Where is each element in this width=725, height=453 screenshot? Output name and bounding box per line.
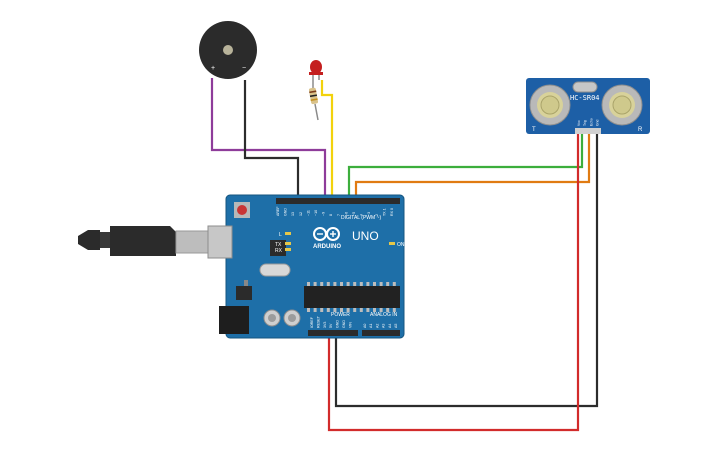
board-tx-label: TX: [275, 242, 282, 248]
sensor-pin-label: Vcc: [577, 120, 581, 126]
analog-pin-label: A2: [375, 324, 379, 328]
chip-pin: [320, 282, 324, 286]
sensor-pin-label: Echo: [589, 118, 593, 126]
chip-pin: [346, 282, 350, 286]
wire-purple[interactable]: [210, 78, 327, 200]
digital-pin-label: RX 0: [390, 208, 394, 216]
chip-pin: [373, 308, 376, 312]
resistor[interactable]: [308, 87, 319, 121]
board-on-label: ON: [397, 242, 405, 248]
chip-pin: [333, 282, 337, 286]
chip-pin: [392, 308, 396, 312]
digital-pin-label: ~3: [367, 212, 371, 216]
digital-pin-label: 13: [291, 212, 295, 216]
power-label: POWER: [331, 312, 350, 318]
digital-pin-label: GND: [284, 208, 288, 216]
chip-pin: [386, 282, 390, 286]
arduino-infinity-icon: [313, 227, 340, 241]
wire-black-sensor[interactable]: [334, 134, 599, 408]
analog-pin-label: A3: [382, 324, 386, 328]
chip-pin: [346, 308, 350, 312]
wire-orange[interactable]: [354, 134, 591, 200]
digital-pin-label: 8: [329, 214, 333, 216]
sensor-t-mark: T: [532, 127, 536, 133]
power-pin-label: GND: [342, 320, 346, 328]
analog-pin-label: A5: [394, 324, 398, 328]
chip-pin: [392, 282, 396, 286]
usb-cable[interactable]: [78, 226, 209, 256]
buzzer-plus-label: +: [211, 65, 215, 72]
sensor-r-mark: R: [638, 127, 643, 133]
chip-pin: [366, 308, 370, 312]
chip-pin: [359, 308, 363, 312]
chip-pin: [307, 282, 310, 286]
digital-pin-label: 7: [337, 214, 341, 216]
power-header: [308, 330, 358, 336]
power-pin-label: IOREF: [310, 316, 314, 328]
chip-pin: [320, 308, 324, 312]
chip-pin: [333, 308, 337, 312]
digital-pin-label: AREF: [276, 206, 280, 216]
digital-pin-label: ~6: [344, 212, 348, 216]
power-pin-label: 5V: [329, 323, 333, 328]
chip-pin: [353, 282, 357, 286]
chip-pin: [353, 308, 357, 312]
chip-pin: [326, 282, 330, 286]
digital-pin-label: ~10: [314, 210, 318, 216]
wire-yellow[interactable]: [320, 80, 334, 200]
chip-pin: [359, 282, 363, 286]
piezo-buzzer[interactable]: + −: [199, 21, 257, 79]
chip-pin: [379, 308, 383, 312]
chip-pin: [313, 308, 317, 312]
chip-pin: [307, 308, 310, 312]
power-jack: [219, 306, 249, 334]
power-pin-label: 3V3: [323, 322, 327, 328]
wire-red[interactable]: [327, 134, 580, 432]
chip-pin: [379, 282, 383, 286]
digital-header: [276, 198, 400, 204]
chip-pin: [386, 308, 390, 312]
analog-pin-label: A4: [388, 324, 392, 328]
analog-pin-label: A1: [369, 324, 373, 328]
analog-pin-label: A0: [363, 324, 367, 328]
sensor-pin-label: Gnd: [596, 119, 600, 126]
digital-pin-label: ~5: [352, 212, 356, 216]
board-brand-label: ARDUINO: [313, 244, 341, 250]
chip-pin: [326, 308, 330, 312]
digital-pin-label: 12: [299, 212, 303, 216]
wire-green[interactable]: [347, 134, 584, 200]
digital-pin-label: TX 1: [382, 208, 386, 216]
power-pin-label: RESET: [316, 315, 320, 328]
board-model-label: UNO: [352, 229, 379, 243]
digital-pin-label: ~11: [306, 210, 310, 216]
chip-pin: [340, 282, 343, 286]
usb-port: [207, 225, 233, 259]
atmega-chip: [304, 286, 400, 308]
analog-header: [362, 330, 400, 336]
digital-label: DIGITAL (PWM ~): [341, 215, 381, 221]
chip-pin: [373, 282, 376, 286]
wire-black-buzzer[interactable]: [243, 80, 300, 200]
power-pin-label: VIN: [348, 322, 352, 328]
sensor-pin-label: Trig: [583, 120, 587, 126]
board-l-label: L: [279, 232, 282, 238]
power-pin-label: GND: [336, 320, 340, 328]
analog-label: ANALOG IN: [370, 312, 398, 318]
chip-pin: [366, 282, 370, 286]
digital-pin-label: 4: [360, 214, 364, 216]
digital-pin-label: ~9: [322, 212, 326, 216]
buzzer-minus-label: −: [242, 65, 246, 72]
chip-pin: [313, 282, 317, 286]
digital-pin-label: 2: [375, 214, 379, 216]
chip-pin: [340, 308, 343, 312]
board-rx-label: RX: [275, 248, 283, 254]
sensor-model-label: HC-SR04: [570, 94, 600, 102]
